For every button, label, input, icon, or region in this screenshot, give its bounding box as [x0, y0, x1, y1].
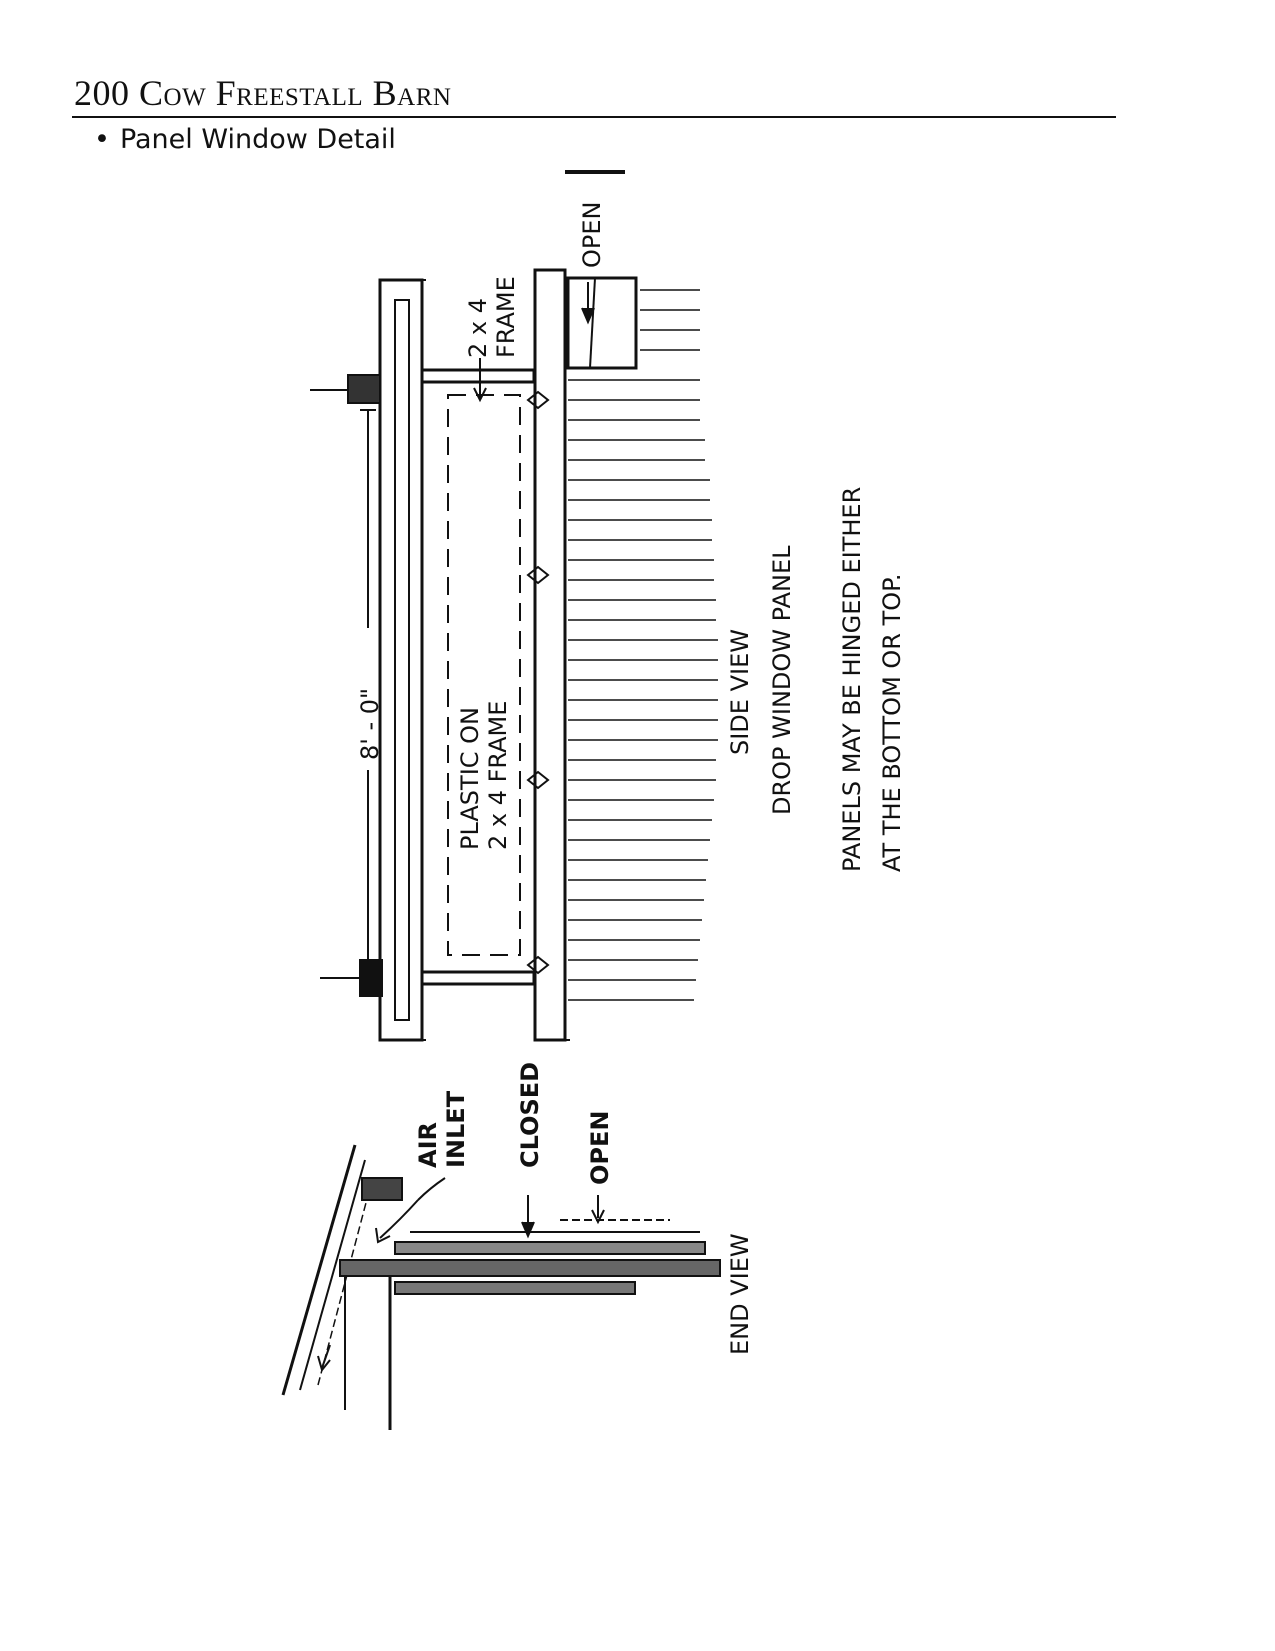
closed-label: CLOSED	[516, 1062, 544, 1168]
end-block-top	[347, 374, 381, 404]
subtitle-text: Panel Window Detail	[119, 124, 396, 155]
frame-label-line1: 2 x 4	[464, 298, 492, 358]
frame-top-member	[420, 368, 536, 384]
top-beam-inner	[394, 299, 410, 1021]
note-line1: PANELS MAY BE HINGED EITHER	[838, 487, 866, 872]
wall-siding	[568, 289, 718, 1001]
closed-panel	[394, 1241, 706, 1255]
plastic-panel	[447, 394, 521, 956]
inlet-label: INLET	[442, 1090, 470, 1168]
bottom-beam	[533, 268, 567, 1042]
frame-label-line2: FRAME	[492, 276, 520, 358]
open-panel	[566, 276, 638, 370]
hinge-1	[526, 390, 550, 410]
open-label-side: OPEN	[578, 202, 606, 268]
hinge-3	[526, 770, 550, 790]
plastic-label-line1: PLASTIC ON	[456, 707, 484, 850]
plastic-label-line2: 2 x 4 FRAME	[484, 701, 512, 850]
dimension-label: 8' - 0"	[356, 688, 384, 760]
eave-block	[361, 1177, 403, 1201]
lower-plate	[394, 1281, 636, 1295]
end-view-caption: END VIEW	[726, 1233, 754, 1355]
drop-window-caption: DROP WINDOW PANEL	[768, 545, 796, 815]
page-title: 200 Cow Freestall Barn	[74, 73, 452, 113]
top-plate	[339, 1259, 721, 1277]
hinge-2	[526, 565, 550, 585]
title-rule	[72, 116, 1116, 118]
open-label-end: OPEN	[586, 1111, 614, 1185]
frame-bottom-member	[420, 970, 536, 986]
end-view	[281, 1144, 721, 1430]
side-view-caption: SIDE VIEW	[726, 629, 754, 755]
air-label: AIR	[414, 1122, 442, 1168]
roof-line	[281, 1144, 357, 1396]
hinge-4	[526, 955, 550, 975]
side-view	[310, 170, 718, 1042]
top-beam	[378, 278, 424, 1042]
note-line2: AT THE BOTTOM OR TOP.	[878, 573, 906, 872]
bullet: •	[94, 124, 110, 155]
subtitle: • Panel Window Detail	[94, 124, 396, 155]
